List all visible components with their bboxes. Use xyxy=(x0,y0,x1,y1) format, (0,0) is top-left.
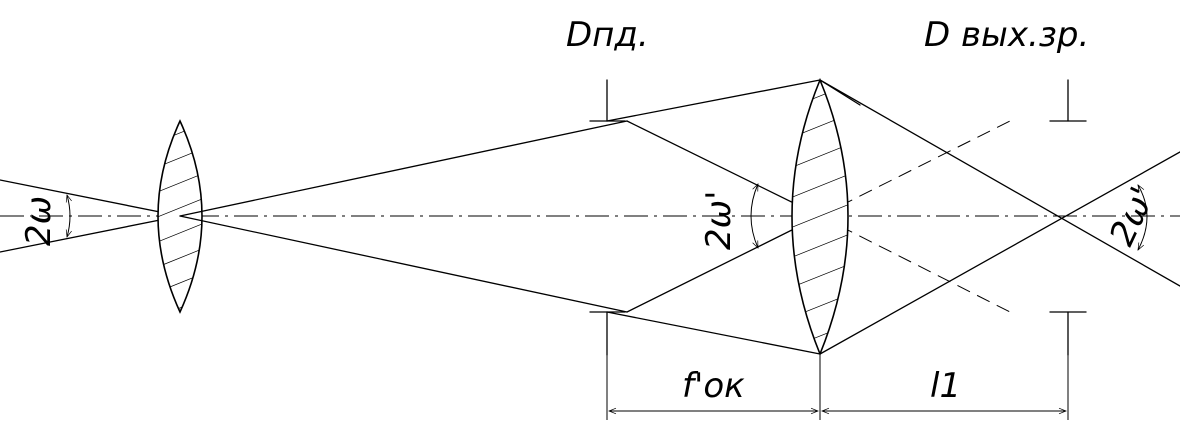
label-distance: l1 xyxy=(930,366,961,406)
chief-rays xyxy=(179,79,1180,355)
field-stop xyxy=(589,79,626,356)
label-focal-length: f'ок xyxy=(682,366,745,406)
object-field-rays xyxy=(0,179,181,253)
exit-pupil-stop xyxy=(1049,79,1087,356)
eyepiece-lens xyxy=(791,77,861,357)
label-field-stop: Dпд. xyxy=(566,15,649,55)
dashed-continuation-rays xyxy=(819,120,1011,313)
label-angle-object: 2ω xyxy=(19,196,59,246)
label-exit-pupil: D вых.зр. xyxy=(924,15,1089,55)
angle-arc-object xyxy=(65,194,72,238)
label-angle-field-stop: 2ω' xyxy=(699,191,739,250)
angle-arc-exit xyxy=(1137,184,1148,251)
angle-arc-field-stop xyxy=(750,183,759,249)
label-angle-exit: 2ω' xyxy=(1102,181,1163,252)
dimension-lines xyxy=(606,354,1069,420)
objective-lens xyxy=(157,119,203,314)
